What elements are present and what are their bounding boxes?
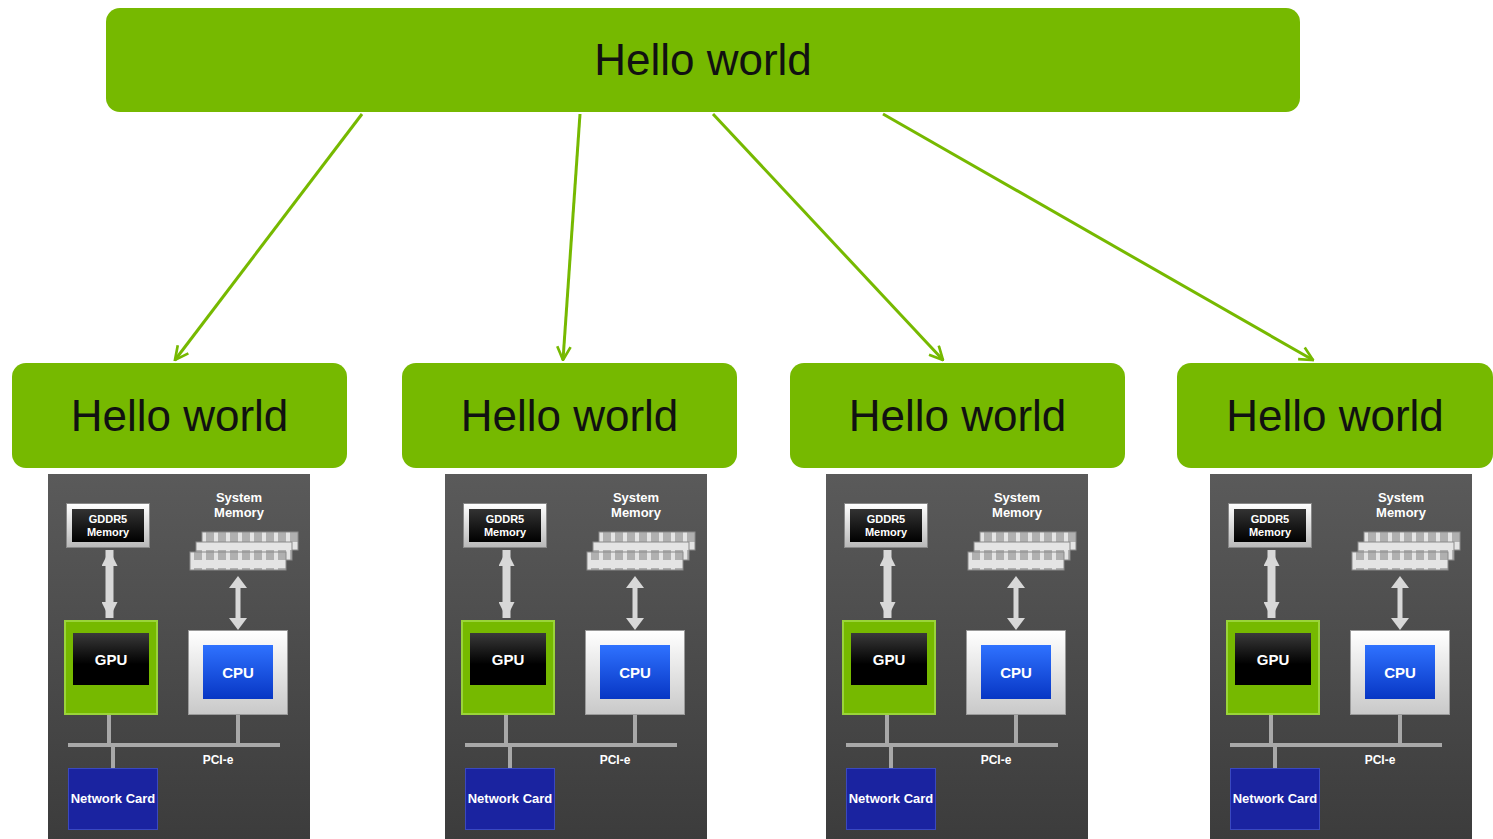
dispatch-arrow [883,114,1313,360]
program-label: Hello world [71,391,289,441]
memory-link-arrow [106,550,114,618]
cpu-chip: CPU [966,630,1066,715]
program-box: Hello world [1177,363,1493,468]
gpu-chip: GPU [1226,620,1320,715]
network-card: Network Card [1230,768,1320,830]
gpu-chip: GPU [842,620,936,715]
gddr5-memory-chip: GDDR5 Memory [66,503,150,548]
network-card: Network Card [846,768,936,830]
network-card: Network Card [68,768,158,830]
cpu-chip: CPU [585,630,685,715]
memory-label: GDDR5 Memory [72,509,144,542]
gddr5-memory-chip: GDDR5 Memory [1228,503,1312,548]
server-panel-art [826,474,1088,839]
program-label: Hello world [594,35,812,85]
program-label: Hello world [1226,391,1444,441]
gddr5-memory-chip: GDDR5 Memory [844,503,928,548]
server-node: System MemoryPCI-e GDDR5 MemoryGPU CPU Netw… [48,474,310,839]
server-node: System MemoryPCI-e GDDR5 MemoryGPU CPU Netw… [826,474,1088,839]
bus-label: PCI-e [188,753,248,767]
memory-label: GDDR5 Memory [469,509,541,542]
program-box: Hello world [106,8,1300,112]
program-box: Hello world [402,363,737,468]
memory-link-arrow [1268,550,1276,618]
bus-label: PCI-e [585,753,645,767]
memory-label: GDDR5 Memory [1234,509,1306,542]
cpu-chip: CPU [188,630,288,715]
dispatch-arrow [713,114,943,360]
memory-link-arrow [884,550,892,618]
network-card-label: Network Card [849,791,934,807]
network-card: Network Card [465,768,555,830]
server-node: System MemoryPCI-e GDDR5 MemoryGPU CPU Netw… [1210,474,1472,839]
server-node: System MemoryPCI-e GDDR5 MemoryGPU CPU Netw… [445,474,707,839]
dispatch-arrow [175,114,362,360]
memory-caption: System Memory [1360,491,1442,521]
cpu-label: CPU [981,645,1051,699]
dispatch-arrow [563,114,580,360]
memory-link-arrow [503,550,511,618]
server-panel-art [48,474,310,839]
gpu-label: GPU [470,633,546,685]
server-panel-art [1210,474,1472,839]
bus-label: PCI-e [1350,753,1410,767]
network-card-label: Network Card [1233,791,1318,807]
program-label: Hello world [849,391,1067,441]
gddr5-memory-chip: GDDR5 Memory [463,503,547,548]
network-card-label: Network Card [468,791,553,807]
memory-caption: System Memory [976,491,1058,521]
program-box: Hello world [12,363,347,468]
gpu-chip: GPU [64,620,158,715]
cpu-label: CPU [1365,645,1435,699]
gpu-chip: GPU [461,620,555,715]
memory-caption: System Memory [198,491,280,521]
memory-caption: System Memory [595,491,677,521]
network-card-label: Network Card [71,791,156,807]
program-label: Hello world [461,391,679,441]
cpu-label: CPU [600,645,670,699]
gpu-label: GPU [73,633,149,685]
program-box: Hello world [790,363,1125,468]
gpu-label: GPU [851,633,927,685]
gpu-label: GPU [1235,633,1311,685]
memory-label: GDDR5 Memory [850,509,922,542]
bus-label: PCI-e [966,753,1026,767]
server-panel-art [445,474,707,839]
cpu-chip: CPU [1350,630,1450,715]
cpu-label: CPU [203,645,273,699]
